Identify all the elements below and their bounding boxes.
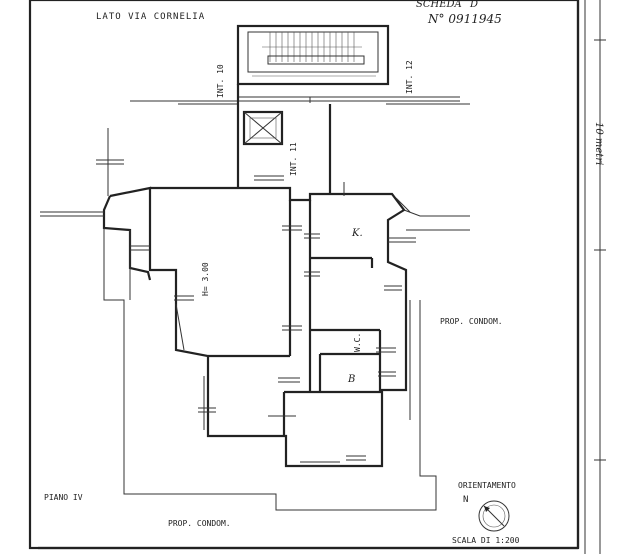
side-label: LATO VIA CORNELIA <box>96 12 205 22</box>
label-int-12: INT. 12 <box>405 60 414 94</box>
label-int-11: INT. 11 <box>289 142 298 176</box>
orientation-title: ORIENTAMENTO <box>458 481 516 490</box>
scheda-label: SCHEDA <box>416 0 462 10</box>
label-int-10: INT. 10 <box>216 64 225 98</box>
property-boundary <box>103 228 437 511</box>
compass-icon <box>478 500 510 532</box>
label-height: H= 3.00 <box>201 262 210 296</box>
scheda-letter: D <box>469 0 478 10</box>
sheet-number: N° 0911945 <box>427 12 502 26</box>
label-prop-condom-right: PROP. CONDOM. <box>440 317 503 326</box>
label-prop-condom-bottom: PROP. CONDOM. <box>168 519 231 528</box>
label-piano: PIANO IV <box>44 493 83 502</box>
lift <box>242 110 284 146</box>
orientation-block: ORIENTAMENTO N SCALA DI 1:200 <box>452 481 520 545</box>
openings <box>96 128 416 467</box>
label-bath: B <box>347 374 355 385</box>
sheet-frame <box>28 0 586 554</box>
scale-ruler: 10 metri <box>593 0 606 554</box>
north-letter: N <box>463 495 469 505</box>
label-kitchen: K. <box>351 228 363 239</box>
scale-ruler-label: 10 metri <box>593 122 604 165</box>
stairwell <box>236 24 390 86</box>
label-wc: W.C. <box>353 333 362 352</box>
landing <box>130 84 470 194</box>
scale-label: SCALA DI 1:200 <box>452 536 520 545</box>
